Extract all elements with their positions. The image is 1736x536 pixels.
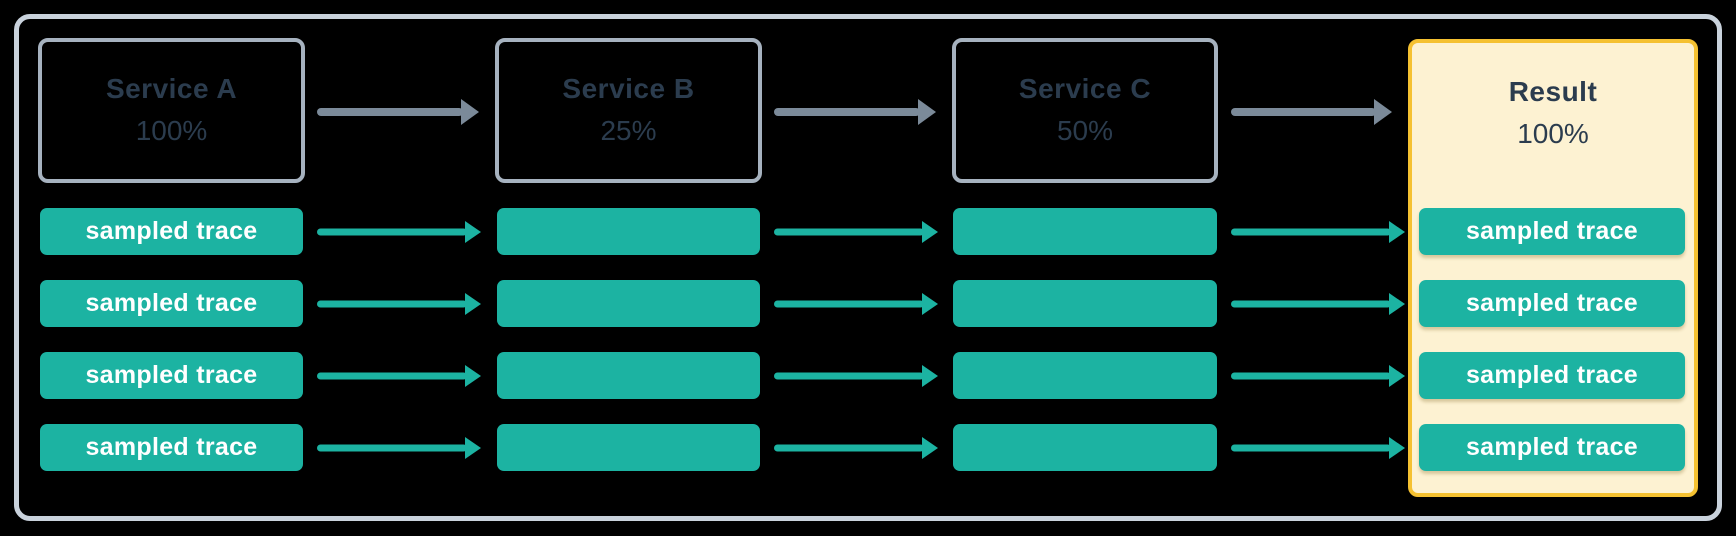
- service-a-title: Service A: [105, 73, 238, 104]
- sampled-trace-pill: sampled trace: [40, 352, 303, 399]
- diagram-frame: [14, 14, 1722, 521]
- service-a-box: Service A 100%: [38, 38, 305, 183]
- trace-arrow-icon: [317, 220, 481, 244]
- sampled-trace-label: sampled trace: [85, 289, 258, 317]
- trace-arrow-icon: [774, 292, 938, 316]
- service-b-box: Service B 25%: [495, 38, 762, 183]
- result-title: Result: [1508, 76, 1598, 107]
- service-b-sample-rate: 25%: [600, 115, 657, 146]
- arrow-service-a-to-b-icon: [317, 98, 479, 126]
- trace-arrow-icon: [1231, 364, 1405, 388]
- trace-bar: [953, 280, 1217, 327]
- arrow-service-c-to-result-icon: [1231, 98, 1392, 126]
- sampled-trace-pill: sampled trace: [1419, 208, 1685, 255]
- sampled-trace-pill: sampled trace: [1419, 280, 1685, 327]
- result-header: Result 100%: [1412, 43, 1694, 184]
- trace-arrow-icon: [317, 436, 481, 460]
- sampled-trace-pill: sampled trace: [1419, 424, 1685, 471]
- trace-bar: [497, 352, 760, 399]
- sampled-trace-label: sampled trace: [1465, 361, 1639, 389]
- trace-arrow-icon: [1231, 220, 1405, 244]
- sampled-trace-pill: sampled trace: [40, 208, 303, 255]
- trace-bar: [953, 424, 1217, 471]
- trace-arrow-icon: [774, 436, 938, 460]
- result-sample-rate: 100%: [1517, 118, 1589, 149]
- sampled-trace-pill: sampled trace: [40, 424, 303, 471]
- sampled-trace-label: sampled trace: [1465, 289, 1639, 317]
- service-b-title: Service B: [562, 73, 695, 104]
- trace-arrow-icon: [317, 364, 481, 388]
- sampled-trace-pill: sampled trace: [1419, 352, 1685, 399]
- trace-bar: [497, 424, 760, 471]
- trace-bar: [497, 280, 760, 327]
- sampled-trace-label: sampled trace: [1465, 433, 1639, 461]
- sampled-trace-label: sampled trace: [1465, 217, 1639, 245]
- trace-bar: [953, 352, 1217, 399]
- service-c-sample-rate: 50%: [1056, 115, 1114, 146]
- trace-arrow-icon: [317, 292, 481, 316]
- result-box: Result 100%: [1408, 39, 1698, 497]
- service-c-title: Service C: [1018, 73, 1152, 104]
- trace-arrow-icon: [774, 364, 938, 388]
- trace-bar: [953, 208, 1217, 255]
- sampled-trace-label: sampled trace: [85, 433, 258, 461]
- sampled-trace-pill: sampled trace: [40, 280, 303, 327]
- service-a-sample-rate: 100%: [135, 115, 208, 146]
- sampled-trace-label: sampled trace: [85, 217, 258, 245]
- trace-arrow-icon: [774, 220, 938, 244]
- trace-arrow-icon: [1231, 292, 1405, 316]
- trace-arrow-icon: [1231, 436, 1405, 460]
- sampled-trace-label: sampled trace: [85, 361, 258, 389]
- service-c-box: Service C 50%: [952, 38, 1218, 183]
- trace-bar: [497, 208, 760, 255]
- arrow-service-b-to-c-icon: [774, 98, 936, 126]
